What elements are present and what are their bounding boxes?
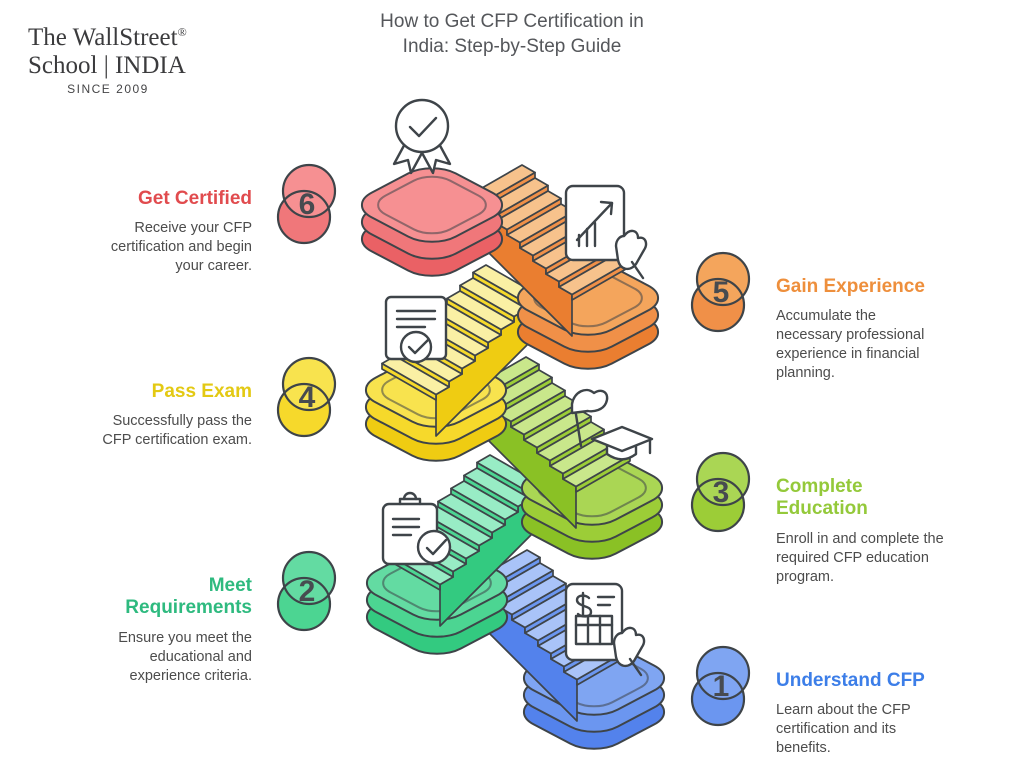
step-2: Meet Requirements Ensure you meet the ed… xyxy=(76,550,338,685)
step-2-title: Meet Requirements xyxy=(125,575,252,619)
logo-tagline: SINCE 2009 xyxy=(67,82,149,96)
step-1-number: 1 xyxy=(713,670,730,703)
dollar-document-icon xyxy=(564,582,646,677)
hand-icon xyxy=(612,626,646,677)
growth-chart-document-icon xyxy=(564,184,648,280)
step-5: 5 Gain Experience Accumulate the necessa… xyxy=(690,251,952,383)
step-2-number-badge: 2 xyxy=(276,550,337,632)
step-2-description: Ensure you meet the educational and expe… xyxy=(118,629,252,684)
logo-name-line1: The WallStreet® xyxy=(28,24,187,51)
page-title-line1: How to Get CFP Certification in xyxy=(380,11,644,32)
step-6: Get Certified Receive your CFP certifica… xyxy=(76,163,338,276)
step-1-description: Learn about the CFP certification and it… xyxy=(776,702,911,757)
step-4-number-badge: 4 xyxy=(276,356,337,438)
page-title: How to Get CFP Certification in India: S… xyxy=(312,10,712,59)
step-6-description: Receive your CFP certification and begin… xyxy=(110,220,252,275)
clipboard-check-icon xyxy=(381,491,452,566)
step-3-number-badge: 3 xyxy=(690,451,751,533)
step-4: Pass Exam Successfully pass the CFP cert… xyxy=(76,356,338,450)
brand-logo: The WallStreet® School | INDIA SINCE 200… xyxy=(28,24,188,96)
step-2-number: 2 xyxy=(299,575,316,608)
platform-step-6 xyxy=(347,159,517,285)
step-3-description: Enroll in and complete the required CFP … xyxy=(776,530,944,585)
registered-mark: ® xyxy=(177,25,187,39)
step-4-title: Pass Exam xyxy=(151,381,252,402)
document-check-icon xyxy=(384,295,448,364)
step-1-number-badge: 1 xyxy=(690,645,751,727)
step-6-number-badge: 6 xyxy=(276,163,337,245)
step-3-title: Complete Education xyxy=(776,476,868,520)
step-5-number: 5 xyxy=(713,276,730,309)
flag-icon xyxy=(570,388,609,448)
page-title-line2: India: Step-by-Step Guide xyxy=(402,35,622,57)
step-5-description: Accumulate the necessary professional ex… xyxy=(776,308,925,381)
step-1-title: Understand CFP xyxy=(776,670,925,691)
step-6-title: Get Certified xyxy=(137,188,252,209)
step-1: 1 Understand CFP Learn about the CFP cer… xyxy=(690,645,952,758)
step-5-title: Gain Experience xyxy=(776,276,925,297)
graduation-cap-icon xyxy=(590,425,654,461)
step-4-number: 4 xyxy=(299,381,316,414)
step-6-number: 6 xyxy=(299,188,316,221)
step-5-number-badge: 5 xyxy=(690,251,751,333)
logo-name-line2: School | INDIA xyxy=(28,52,186,79)
step-3: 3 Complete Education Enroll in and compl… xyxy=(690,451,952,586)
medal-check-icon xyxy=(392,98,452,175)
hand-icon xyxy=(614,229,648,280)
step-4-description: Successfully pass the CFP certification … xyxy=(102,413,252,449)
step-3-number: 3 xyxy=(713,476,730,509)
